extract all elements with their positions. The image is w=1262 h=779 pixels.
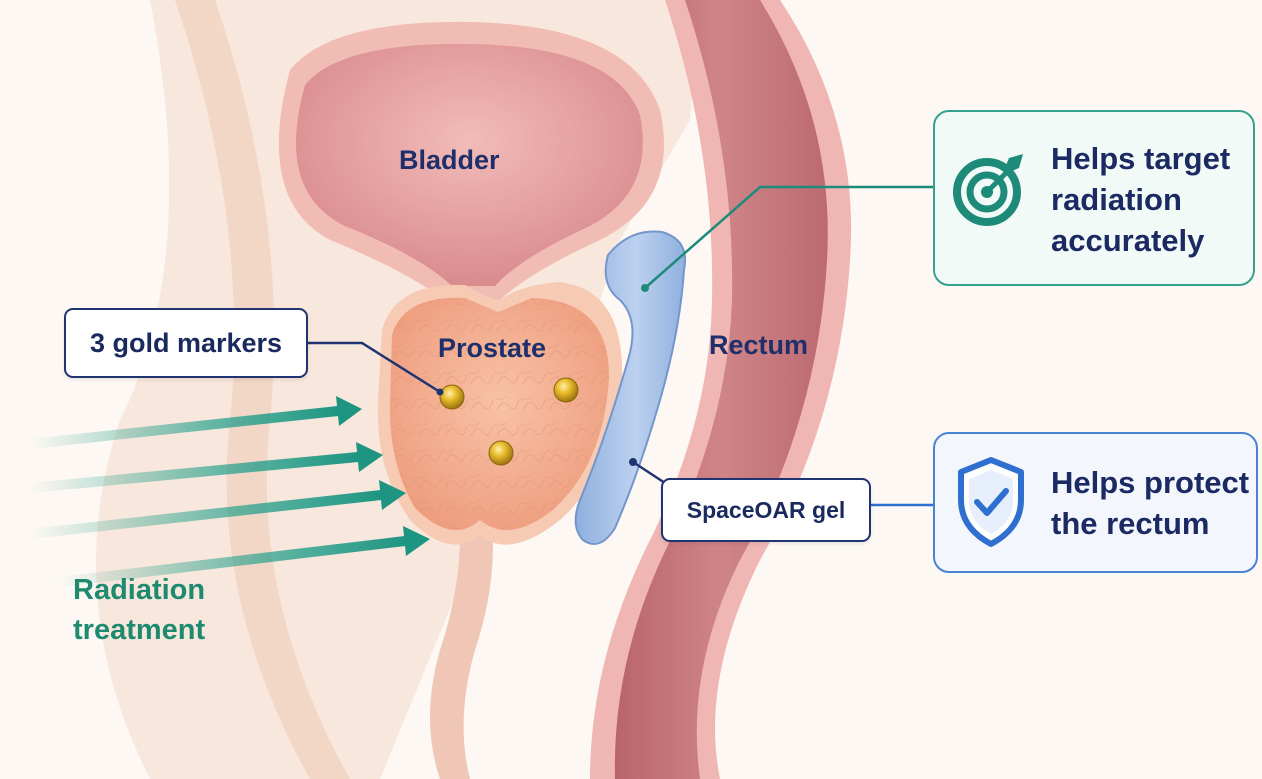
radiation-label: Radiation treatment [73, 570, 205, 650]
prostate-label: Prostate [438, 333, 546, 364]
protect-panel: Helps protect the rectum [933, 432, 1258, 573]
radiation-label-line1: Radiation [73, 570, 205, 610]
gold-marker [554, 378, 578, 402]
leader-dot [629, 458, 637, 466]
leader-dot [437, 389, 444, 396]
protect-panel-text: Helps protect the rectum [1051, 462, 1249, 544]
rectum-label: Rectum [709, 330, 808, 361]
shield-check-icon [955, 456, 1027, 548]
gold-marker [440, 385, 464, 409]
target-icon [949, 148, 1029, 228]
bladder-label: Bladder [399, 145, 500, 176]
target-panel: Helps target radiation accurately [933, 110, 1255, 286]
spacer-gel-label: SpaceOAR gel [687, 497, 846, 524]
radiation-label-line2: treatment [73, 610, 205, 650]
gold-markers-callout: 3 gold markers [64, 308, 308, 378]
gold-markers-label: 3 gold markers [90, 328, 282, 359]
spacer-gel-callout: SpaceOAR gel [661, 478, 871, 542]
gold-marker [489, 441, 513, 465]
target-panel-text: Helps target radiation accurately [1051, 138, 1230, 261]
leader-dot [641, 284, 649, 292]
